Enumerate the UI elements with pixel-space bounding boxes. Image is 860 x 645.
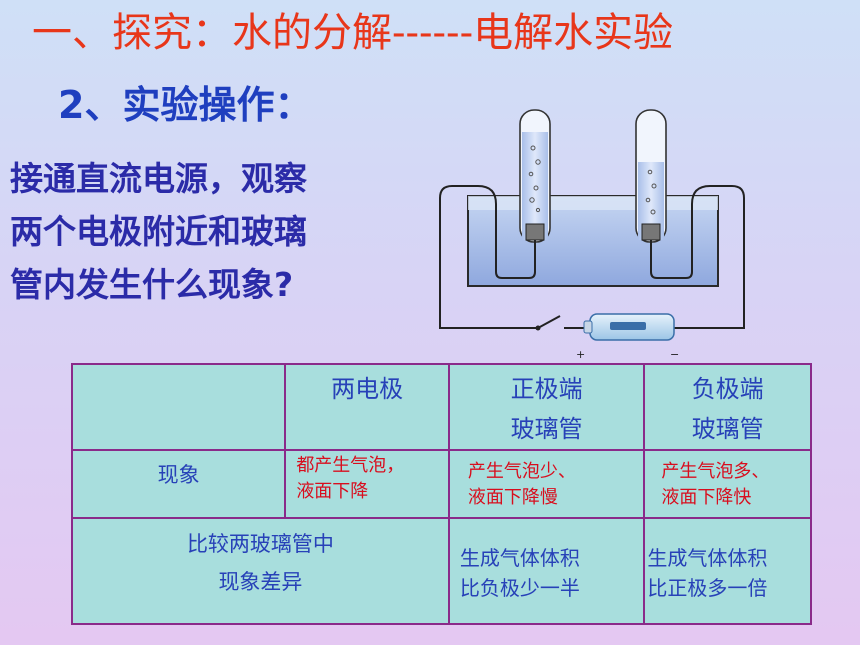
table-cell: 生成气体体积 比正极多一倍 <box>643 517 812 625</box>
table-cell: 产生气泡多、 液面下降快 <box>643 449 812 519</box>
trough-surface <box>468 196 718 210</box>
battery-positive-label: + <box>576 348 585 360</box>
instruction-line: 管内发生什么现象? <box>10 265 294 304</box>
table-header-row: 两电极 正极端 玻璃管 负极端 玻璃管 <box>70 363 812 451</box>
instruction-text: 接通直流电源，观察 两个电极附近和玻璃 管内发生什么现象? <box>10 152 420 311</box>
table-cell: 生成气体体积 比负极少一半 <box>447 517 646 625</box>
table-cell: 都产生气泡， 液面下降 <box>284 449 450 519</box>
section-heading: 2、实验操作： <box>58 83 313 127</box>
right-electrode <box>641 223 661 241</box>
left-electrode <box>525 223 545 241</box>
bubbles <box>528 145 657 215</box>
table-row: 现象 都产生气泡， 液面下降 产生气泡少、 液面下降慢 产生气泡多、 液面下降快 <box>70 449 812 519</box>
water-trough <box>467 195 719 287</box>
table-row: 比较两玻璃管中 现象差异 生成气体体积 比负极少一半 生成气体体积 比正极多一倍 <box>71 517 812 625</box>
header-cell: 负极端 玻璃管 <box>643 363 812 451</box>
electrolysis-apparatus-illustration: + − <box>439 109 745 360</box>
left-wire <box>439 185 538 329</box>
battery-negative-label: − <box>670 348 679 360</box>
row-label: 比较两玻璃管中 现象差异 <box>71 517 450 625</box>
instruction-line: 接通直流电源，观察 <box>10 159 307 198</box>
results-table: 两电极 正极端 玻璃管 负极端 玻璃管 现象 都产生气泡， 液面下降 产生气泡少… <box>70 363 812 625</box>
table-cell: 产生气泡少、 液面下降慢 <box>447 449 646 519</box>
right-wire <box>650 185 745 329</box>
slide-title: 一、探究：水的分解------电解水实验 <box>32 10 674 56</box>
header-cell: 两电极 <box>284 363 450 451</box>
instruction-line: 两个电极附近和玻璃 <box>10 212 307 251</box>
row-label: 现象 <box>70 449 287 519</box>
switch-lever <box>537 315 561 329</box>
header-cell-empty <box>70 363 287 451</box>
header-cell: 正极端 玻璃管 <box>447 363 646 451</box>
